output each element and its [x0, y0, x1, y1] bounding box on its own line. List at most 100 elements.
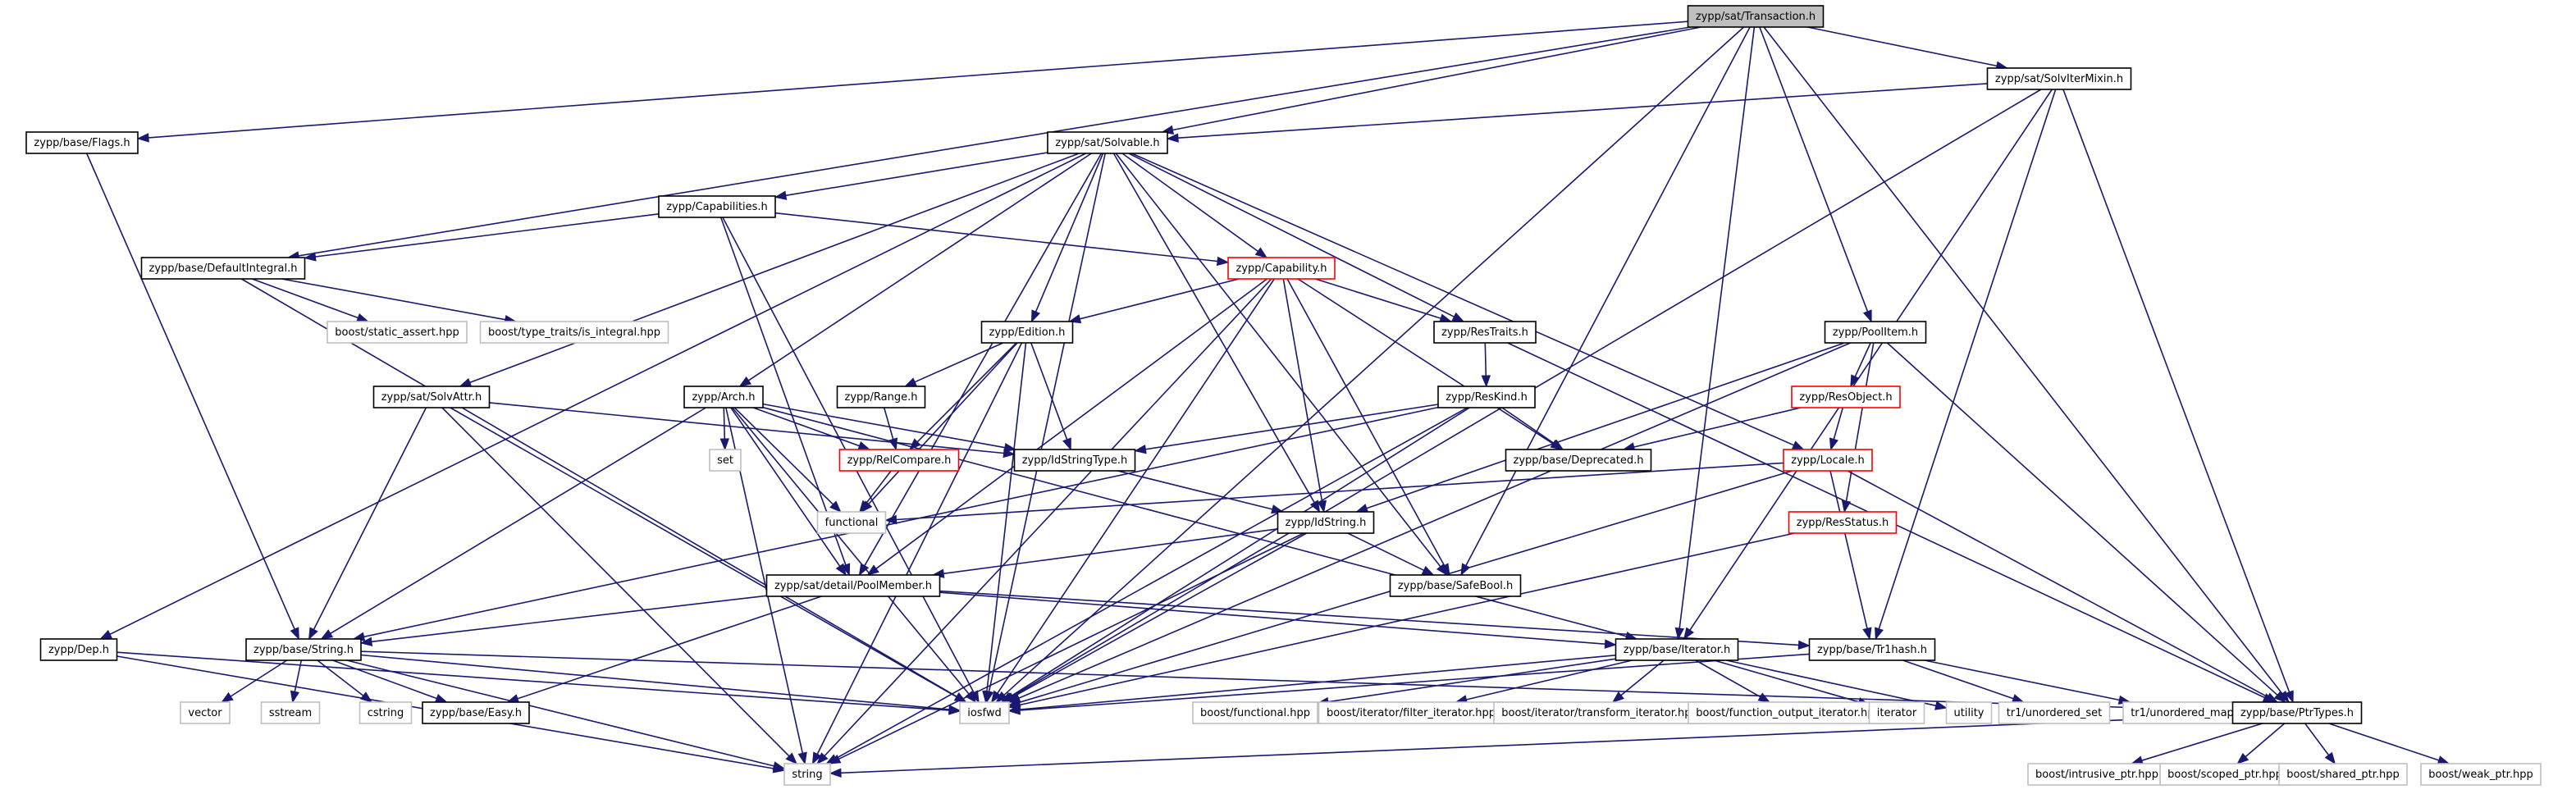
edge-tr1hash-to-unordered_map [1924, 659, 2131, 705]
node-box [1788, 511, 1898, 534]
node-string_h[interactable]: zypp/base/String.h [245, 638, 362, 661]
edge-solvattr-to-string_h [308, 407, 427, 641]
node-unordered_set: tr1/unordered_set [1998, 701, 2111, 724]
node-label: zypp/Locale.h [1791, 454, 1864, 467]
node-label: zypp/sat/detail/PoolMember.h [774, 580, 932, 592]
edge-edition-to-range [904, 342, 1004, 387]
edge-poolitem-to-ptrtypes [1886, 342, 2286, 703]
node-utility: utility [1945, 701, 1993, 724]
node-label: string [792, 769, 822, 781]
node-box [1998, 701, 2111, 724]
edge-capability-to-restraits [1315, 278, 1453, 323]
node-label: zypp/IdString.h [1286, 517, 1367, 529]
node-dep[interactable]: zypp/Dep.h [39, 638, 118, 661]
node-box [422, 701, 530, 724]
edge-ptrtypes-to-weak_ptr [2328, 723, 2450, 765]
node-box [838, 449, 960, 472]
edge-solvable-to-capabilities [774, 152, 1048, 200]
node-label: zypp/base/Tr1hash.h [1817, 644, 1927, 656]
edge-arch-to-poolmember [730, 407, 847, 577]
node-label: boost/type_traits/is_integral.hpp [488, 326, 660, 339]
node-label: vector [188, 707, 222, 719]
node-iterator_h[interactable]: zypp/base/Iterator.h [1615, 638, 1739, 661]
node-box [658, 195, 776, 218]
node-box [816, 511, 887, 534]
edge-arch-to-iosfwd [732, 407, 977, 704]
edge-transaction-to-flags [136, 21, 1688, 143]
node-label: zypp/base/Deprecated.h [1514, 454, 1644, 467]
node-ptrtypes[interactable]: zypp/base/PtrTypes.h [2231, 701, 2363, 724]
edge-relcompare-to-functional [859, 470, 892, 513]
node-label: iterator [1877, 707, 1917, 719]
node-label: zypp/base/SafeBool.h [1398, 580, 1513, 592]
node-weak_ptr: boost/weak_ptr.hpp [2420, 763, 2542, 786]
node-box [1505, 449, 1652, 472]
node-box [1791, 386, 1901, 408]
node-box [1433, 321, 1537, 344]
node-restraits[interactable]: zypp/ResTraits.h [1433, 321, 1537, 344]
node-resobject[interactable]: zypp/ResObject.h [1791, 386, 1901, 408]
node-safebool[interactable]: zypp/base/SafeBool.h [1389, 574, 1522, 597]
node-poolmember[interactable]: zypp/sat/detail/PoolMember.h [765, 574, 941, 597]
edge-poolmember-to-tr1hash [939, 590, 1811, 650]
edge-resobject-to-locale [1829, 407, 1844, 451]
node-edition[interactable]: zypp/Edition.h [980, 321, 1074, 344]
node-defint[interactable]: zypp/base/DefaultIntegral.h [140, 257, 306, 280]
nodes-layer: zypp/sat/Transaction.h zypp/base/Flags.h z… [25, 5, 2542, 786]
node-box [1783, 449, 1873, 472]
edge-poolitem-to-idstring [1355, 342, 1845, 513]
node-idstringtype[interactable]: zypp/IdStringType.h [1013, 449, 1136, 472]
edge-tr1hash-to-iosfwd [1007, 653, 1810, 715]
edge-ptrtypes-to-scoped_ptr [2236, 723, 2286, 764]
node-resstatus[interactable]: zypp/ResStatus.h [1788, 511, 1898, 534]
node-relcompare[interactable]: zypp/RelCompare.h [838, 449, 960, 472]
edge-transaction-to-poolitem [1759, 26, 1872, 323]
node-tr1hash[interactable]: zypp/base/Tr1hash.h [1808, 638, 1936, 661]
node-solviter[interactable]: zypp/sat/SolvIterMixin.h [1986, 67, 2132, 90]
node-label: zypp/ResTraits.h [1441, 326, 1528, 339]
node-box [1808, 638, 1936, 661]
node-label: zypp/Range.h [845, 391, 918, 404]
node-locale[interactable]: zypp/Locale.h [1783, 449, 1873, 472]
node-capabilities[interactable]: zypp/Capabilities.h [658, 195, 776, 218]
edge-solviter-to-tr1hash [1875, 89, 2057, 641]
node-intrusive_ptr: boost/intrusive_ptr.hpp [2027, 763, 2167, 786]
edge-solvable-to-idstring [1112, 153, 1321, 513]
node-flags[interactable]: zypp/base/Flags.h [25, 131, 139, 154]
node-label: boost/weak_ptr.hpp [2428, 769, 2533, 781]
edge-idstring-to-iosfwd [1003, 532, 1308, 703]
node-box [327, 321, 468, 344]
edge-solvable-to-locale [1131, 153, 1805, 450]
edge-idstring-to-string [828, 532, 1304, 764]
node-box [765, 574, 941, 597]
node-solvattr[interactable]: zypp/sat/SolvAttr.h [372, 386, 491, 408]
node-poolitem[interactable]: zypp/PoolItem.h [1824, 321, 1927, 344]
edge-edition-to-idstringtype [1030, 342, 1071, 451]
node-scoped_ptr: boost/scoped_ptr.hpp [2159, 763, 2291, 786]
node-range[interactable]: zypp/Range.h [836, 386, 926, 408]
node-arch[interactable]: zypp/Arch.h [683, 386, 764, 408]
node-label: cstring [368, 707, 404, 719]
node-shared_ptr: boost/shared_ptr.hpp [2278, 763, 2408, 786]
edge-capabilities-to-capability [774, 212, 1230, 267]
node-reskind[interactable]: zypp/ResKind.h [1437, 386, 1536, 408]
node-deprecated[interactable]: zypp/base/Deprecated.h [1505, 449, 1652, 472]
node-solvable[interactable]: zypp/sat/Solvable.h [1047, 131, 1168, 154]
node-iosfwd: iosfwd [959, 701, 1010, 724]
node-label: zypp/base/Easy.h [430, 707, 522, 719]
node-capability[interactable]: zypp/Capability.h [1227, 257, 1336, 280]
edge-locale-to-ptrtypes [1847, 470, 2279, 703]
edge-transaction-to-solviter [1807, 26, 2009, 71]
node-unordered_map: tr1/unordered_map [2122, 701, 2242, 724]
node-filter_it: boost/iterator/filter_iterator.hpp [1318, 701, 1505, 724]
node-label: zypp/base/PtrTypes.h [2240, 707, 2354, 719]
node-box [2122, 701, 2242, 724]
node-easy[interactable]: zypp/base/Easy.h [422, 701, 530, 724]
node-label: sstream [269, 707, 312, 719]
node-idstring[interactable]: zypp/IdString.h [1277, 511, 1375, 534]
edge-defint-to-is_integral [281, 278, 518, 325]
node-transaction[interactable]: zypp/sat/Transaction.h [1687, 5, 1825, 28]
edge-solviter-to-ptrtypes [2062, 89, 2294, 704]
edge-solvattr-to-string [441, 407, 798, 764]
node-box [1227, 257, 1336, 280]
